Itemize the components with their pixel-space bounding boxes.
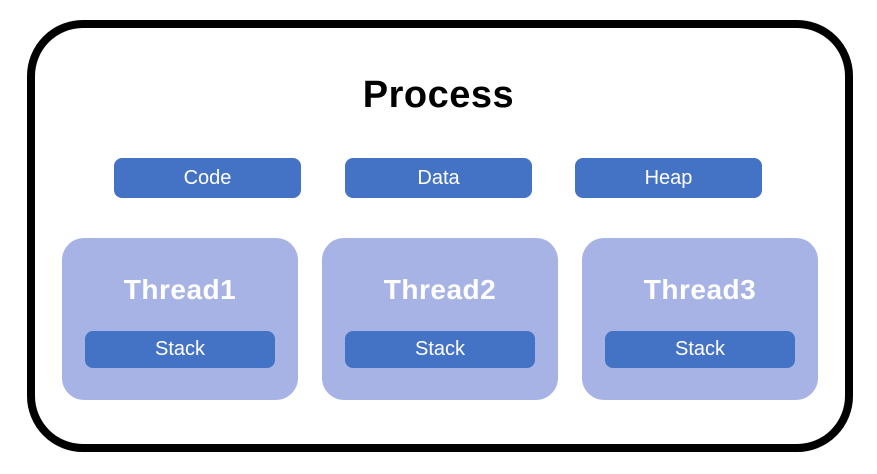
thread-1-label: Thread1 xyxy=(123,274,237,305)
thread-3-label: Thread3 xyxy=(643,274,757,305)
memory-segment-code: Code xyxy=(114,158,301,198)
thread-2-label: Thread2 xyxy=(383,274,497,305)
thread-2-card: Thread2 Stack xyxy=(322,238,558,400)
thread-1-card: Thread1 Stack xyxy=(62,238,298,400)
thread-3-stack: Stack xyxy=(605,331,795,368)
thread-2-stack: Stack xyxy=(345,331,535,368)
process-title: Process xyxy=(362,74,515,116)
thread-1-stack: Stack xyxy=(85,331,275,368)
memory-segment-heap: Heap xyxy=(575,158,762,198)
memory-segment-data: Data xyxy=(345,158,532,198)
thread-3-card: Thread3 Stack xyxy=(582,238,818,400)
